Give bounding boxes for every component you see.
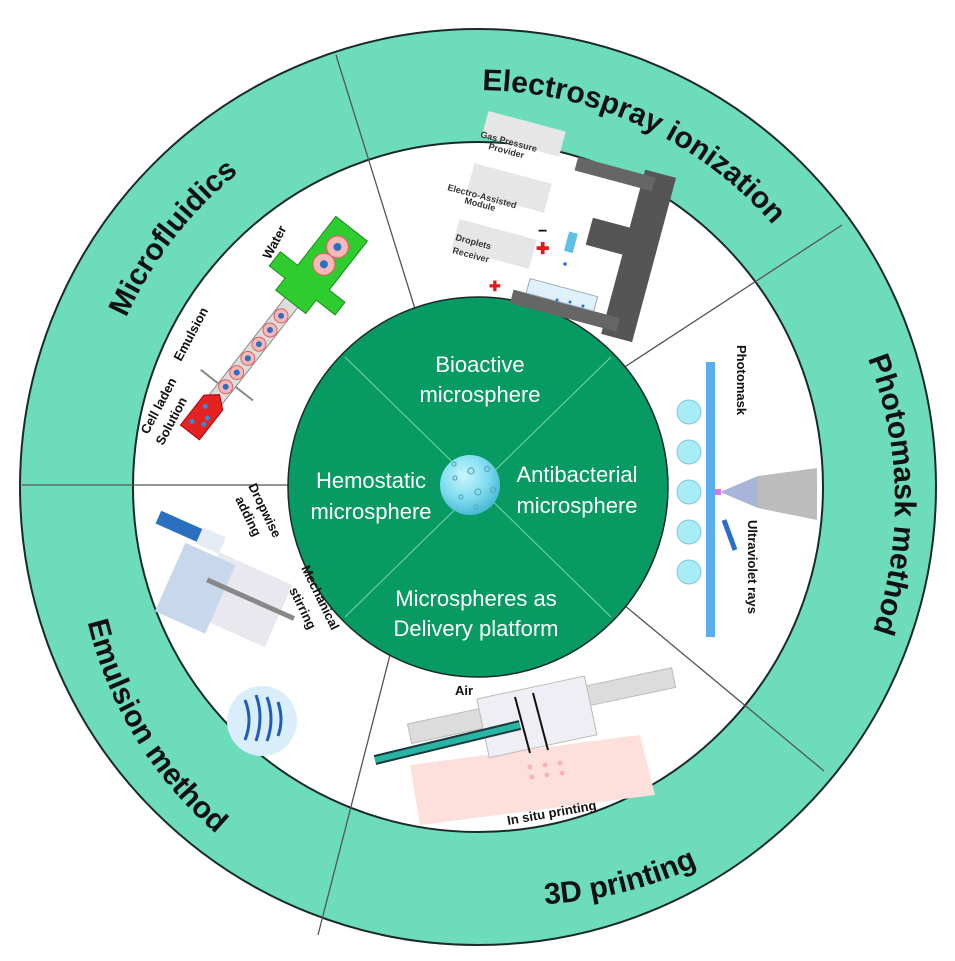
core-label-delivery-line1: Microspheres as <box>395 586 556 611</box>
photomask-illustration: Photomask Ultraviolet rays <box>676 345 817 637</box>
divider-printing-emulsion <box>317 654 391 936</box>
divider-photomask-printing <box>617 599 825 772</box>
core-label-antibacterial-line1: Antibacterial <box>516 462 637 487</box>
divider-microfluidics-electrospray <box>335 54 417 313</box>
emulsion-illustration: Dropwise adding Mechanical stirring <box>154 481 343 756</box>
core-label-hemostatic-line1: Hemostatic <box>316 468 426 493</box>
minus-icon: − <box>538 223 547 240</box>
plus-icon: ✚ <box>489 278 501 294</box>
divider-electrospray-photomask <box>619 224 843 371</box>
core-label-antibacterial-line2: microsphere <box>516 493 637 518</box>
printing-illustration: Air In situ printing <box>373 667 677 828</box>
label-photomask: Photomask <box>734 345 749 416</box>
sector-dividers <box>22 54 843 936</box>
microsphere-icon <box>440 455 500 515</box>
core-label-bioactive-line2: microsphere <box>419 382 540 407</box>
core-label-bioactive-line1: Bioactive <box>435 352 524 377</box>
electrospray-illustration: Gas Pressure Provider Electro-Assisted M… <box>446 110 677 343</box>
label-ultraviolet-rays: Ultraviolet rays <box>745 520 760 614</box>
label-air: Air <box>455 683 473 698</box>
core-label-delivery-line2: Delivery platform <box>393 616 558 641</box>
plus-icon: ✚ <box>536 241 549 258</box>
core-label-hemostatic-line2: microsphere <box>310 499 431 524</box>
